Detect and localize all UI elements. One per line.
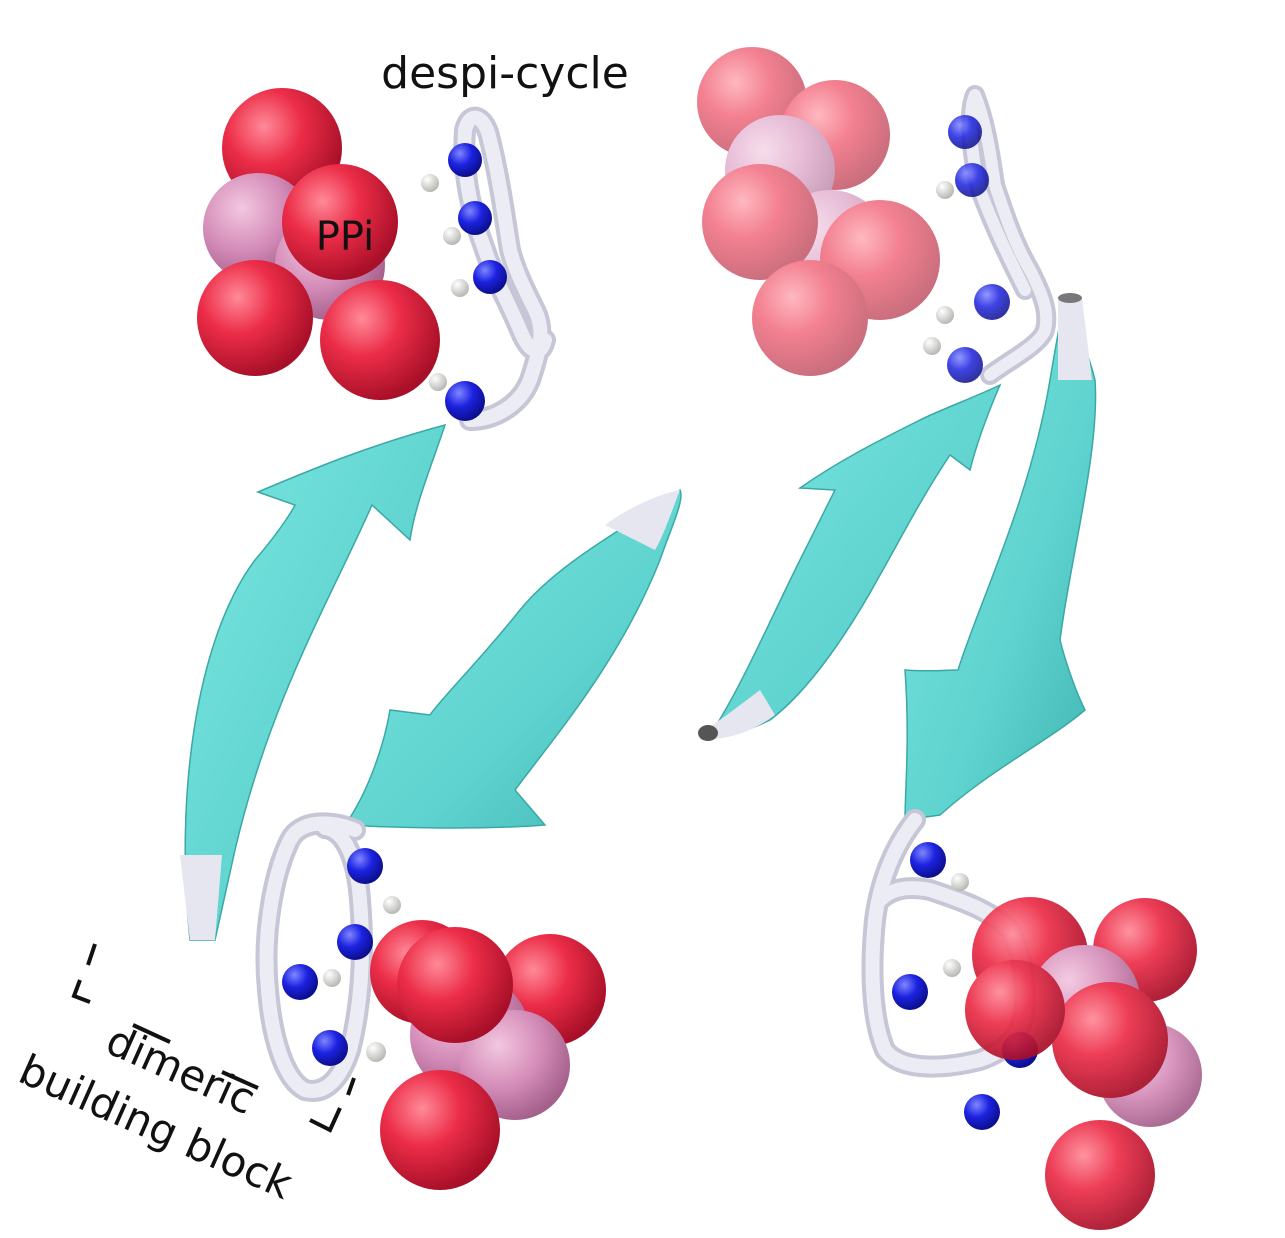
right-top-backbone-loop bbox=[960, 85, 1057, 385]
right-top-ppi-molecule bbox=[697, 47, 940, 376]
left-top-ppi-molecule bbox=[197, 88, 440, 400]
despi-cycle-label: despi-cycle bbox=[381, 48, 629, 99]
left-lower-beta-strand bbox=[343, 488, 682, 829]
ppi-label: PPi bbox=[316, 214, 374, 260]
left-bottom-nh-groups bbox=[282, 848, 401, 1066]
left-bottom-ppi-molecule bbox=[370, 920, 606, 1190]
right-top-nh-groups bbox=[923, 115, 1010, 383]
right-right-beta-strand bbox=[904, 293, 1097, 821]
left-upper-beta-strand bbox=[180, 423, 447, 941]
left-top-nh-groups bbox=[421, 143, 507, 421]
left-bottom-backbone-loop bbox=[255, 812, 373, 1102]
dimeric-building-block-bracket bbox=[71, 943, 356, 1133]
right-bottom-ppi-molecule bbox=[965, 897, 1202, 1230]
right-bottom-backbone-loop bbox=[861, 809, 1036, 1078]
right-left-beta-strand bbox=[698, 383, 1002, 741]
left-top-backbone-loop bbox=[453, 106, 556, 431]
